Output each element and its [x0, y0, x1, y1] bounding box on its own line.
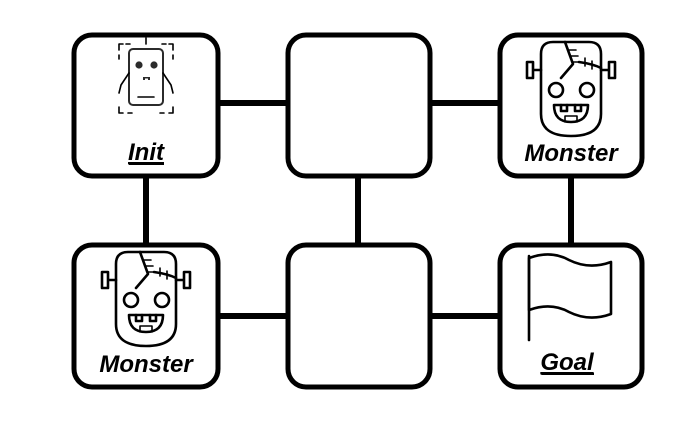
monster-icon: [100, 250, 192, 348]
tile-monster: Monster: [497, 32, 645, 179]
tile-init: Init: [71, 32, 221, 179]
tile-label: Monster: [524, 140, 619, 167]
tile-label: Init: [128, 139, 165, 166]
tile-goal: Goal: [497, 242, 645, 390]
tile-empty: [285, 32, 433, 179]
tile-monster: Monster: [71, 242, 221, 390]
tile-empty: [285, 242, 433, 390]
flag-icon: [527, 253, 613, 342]
connectors: [143, 100, 574, 319]
tile-label: Monster: [99, 351, 194, 378]
tile-label: Goal: [540, 349, 595, 376]
monster-icon: [525, 40, 617, 138]
robot-icon: [118, 37, 174, 114]
